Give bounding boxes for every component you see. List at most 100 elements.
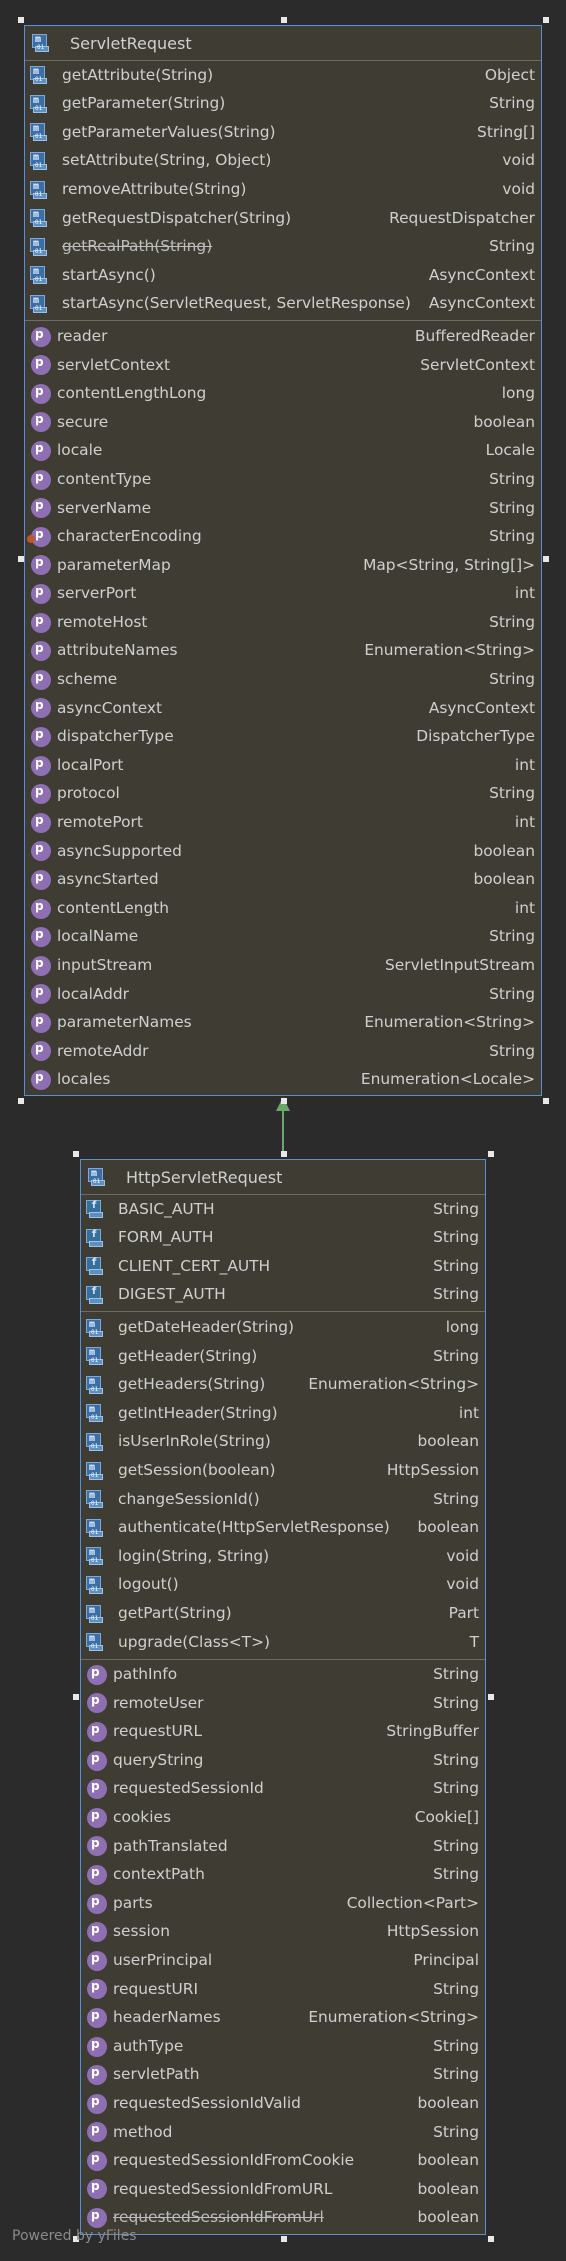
property-name: requestedSessionIdFromUrl: [113, 2208, 324, 2227]
selection-handle[interactable]: [18, 556, 24, 562]
selection-handle[interactable]: [543, 556, 549, 562]
selection-handle[interactable]: [73, 2236, 79, 2242]
selection-handle[interactable]: [281, 1098, 287, 1104]
property-icon: [87, 2036, 107, 2057]
method-row[interactable]: getIntHeader(String)int: [81, 1399, 485, 1428]
method-row[interactable]: getHeaders(String)Enumeration<String>: [81, 1371, 485, 1400]
method-row[interactable]: getSession(boolean)HttpSession: [81, 1456, 485, 1485]
method-row[interactable]: login(String, String)void: [81, 1542, 485, 1571]
constant-icon: [86, 1256, 106, 1276]
selection-handle[interactable]: [488, 1151, 494, 1157]
method-row[interactable]: upgrade(Class<T>)T: [81, 1628, 485, 1657]
http-servlet-request-node[interactable]: HttpServletRequest BASIC_AUTHStringFORM_…: [80, 1159, 486, 2235]
method-row[interactable]: changeSessionId()String: [81, 1485, 485, 1514]
method-row[interactable]: getHeader(String)String: [81, 1342, 485, 1371]
method-row[interactable]: removeAttribute(String)void: [25, 175, 541, 204]
property-type: String: [433, 2036, 479, 2055]
method-row[interactable]: getAttribute(String)Object: [25, 61, 541, 90]
selection-handle[interactable]: [18, 1098, 24, 1104]
selection-handle[interactable]: [281, 17, 287, 23]
property-icon: [31, 898, 51, 919]
method-name: getHeaders(String): [118, 1375, 266, 1394]
selection-handle[interactable]: [281, 1151, 287, 1157]
selection-handle[interactable]: [488, 2236, 494, 2242]
method-row[interactable]: authenticate(HttpServletResponse)boolean: [81, 1514, 485, 1543]
property-type: int: [514, 584, 535, 603]
selection-handle[interactable]: [73, 1694, 79, 1700]
selection-handle[interactable]: [543, 17, 549, 23]
method-type: long: [445, 1317, 479, 1336]
method-row[interactable]: logout()void: [81, 1571, 485, 1600]
method-row[interactable]: getPart(String)Part: [81, 1599, 485, 1628]
selection-handle[interactable]: [18, 17, 24, 23]
method-row[interactable]: startAsync()AsyncContext: [25, 261, 541, 290]
selection-handle[interactable]: [488, 1694, 494, 1700]
servlet-request-node[interactable]: ServletRequest getAttribute(String)Objec…: [24, 25, 542, 1096]
selection-handle[interactable]: [543, 1098, 549, 1104]
method-row[interactable]: getDateHeader(String)long: [81, 1313, 485, 1342]
method-row[interactable]: startAsync(ServletRequest, ServletRespon…: [25, 290, 541, 319]
selection-handle[interactable]: [73, 1151, 79, 1157]
selection-handle[interactable]: [281, 2236, 287, 2242]
method-row[interactable]: getRealPath(String)String: [25, 233, 541, 262]
method-row[interactable]: getRequestDispatcher(String)RequestDispa…: [25, 204, 541, 233]
property-type: String: [489, 784, 535, 803]
method-row[interactable]: setAttribute(String, Object)void: [25, 147, 541, 176]
method-row[interactable]: isUserInRole(String)boolean: [81, 1428, 485, 1457]
property-name: servletContext: [57, 355, 170, 374]
method-row[interactable]: getParameter(String)String: [25, 90, 541, 119]
method-row[interactable]: getParameterValues(String)String[]: [25, 118, 541, 147]
